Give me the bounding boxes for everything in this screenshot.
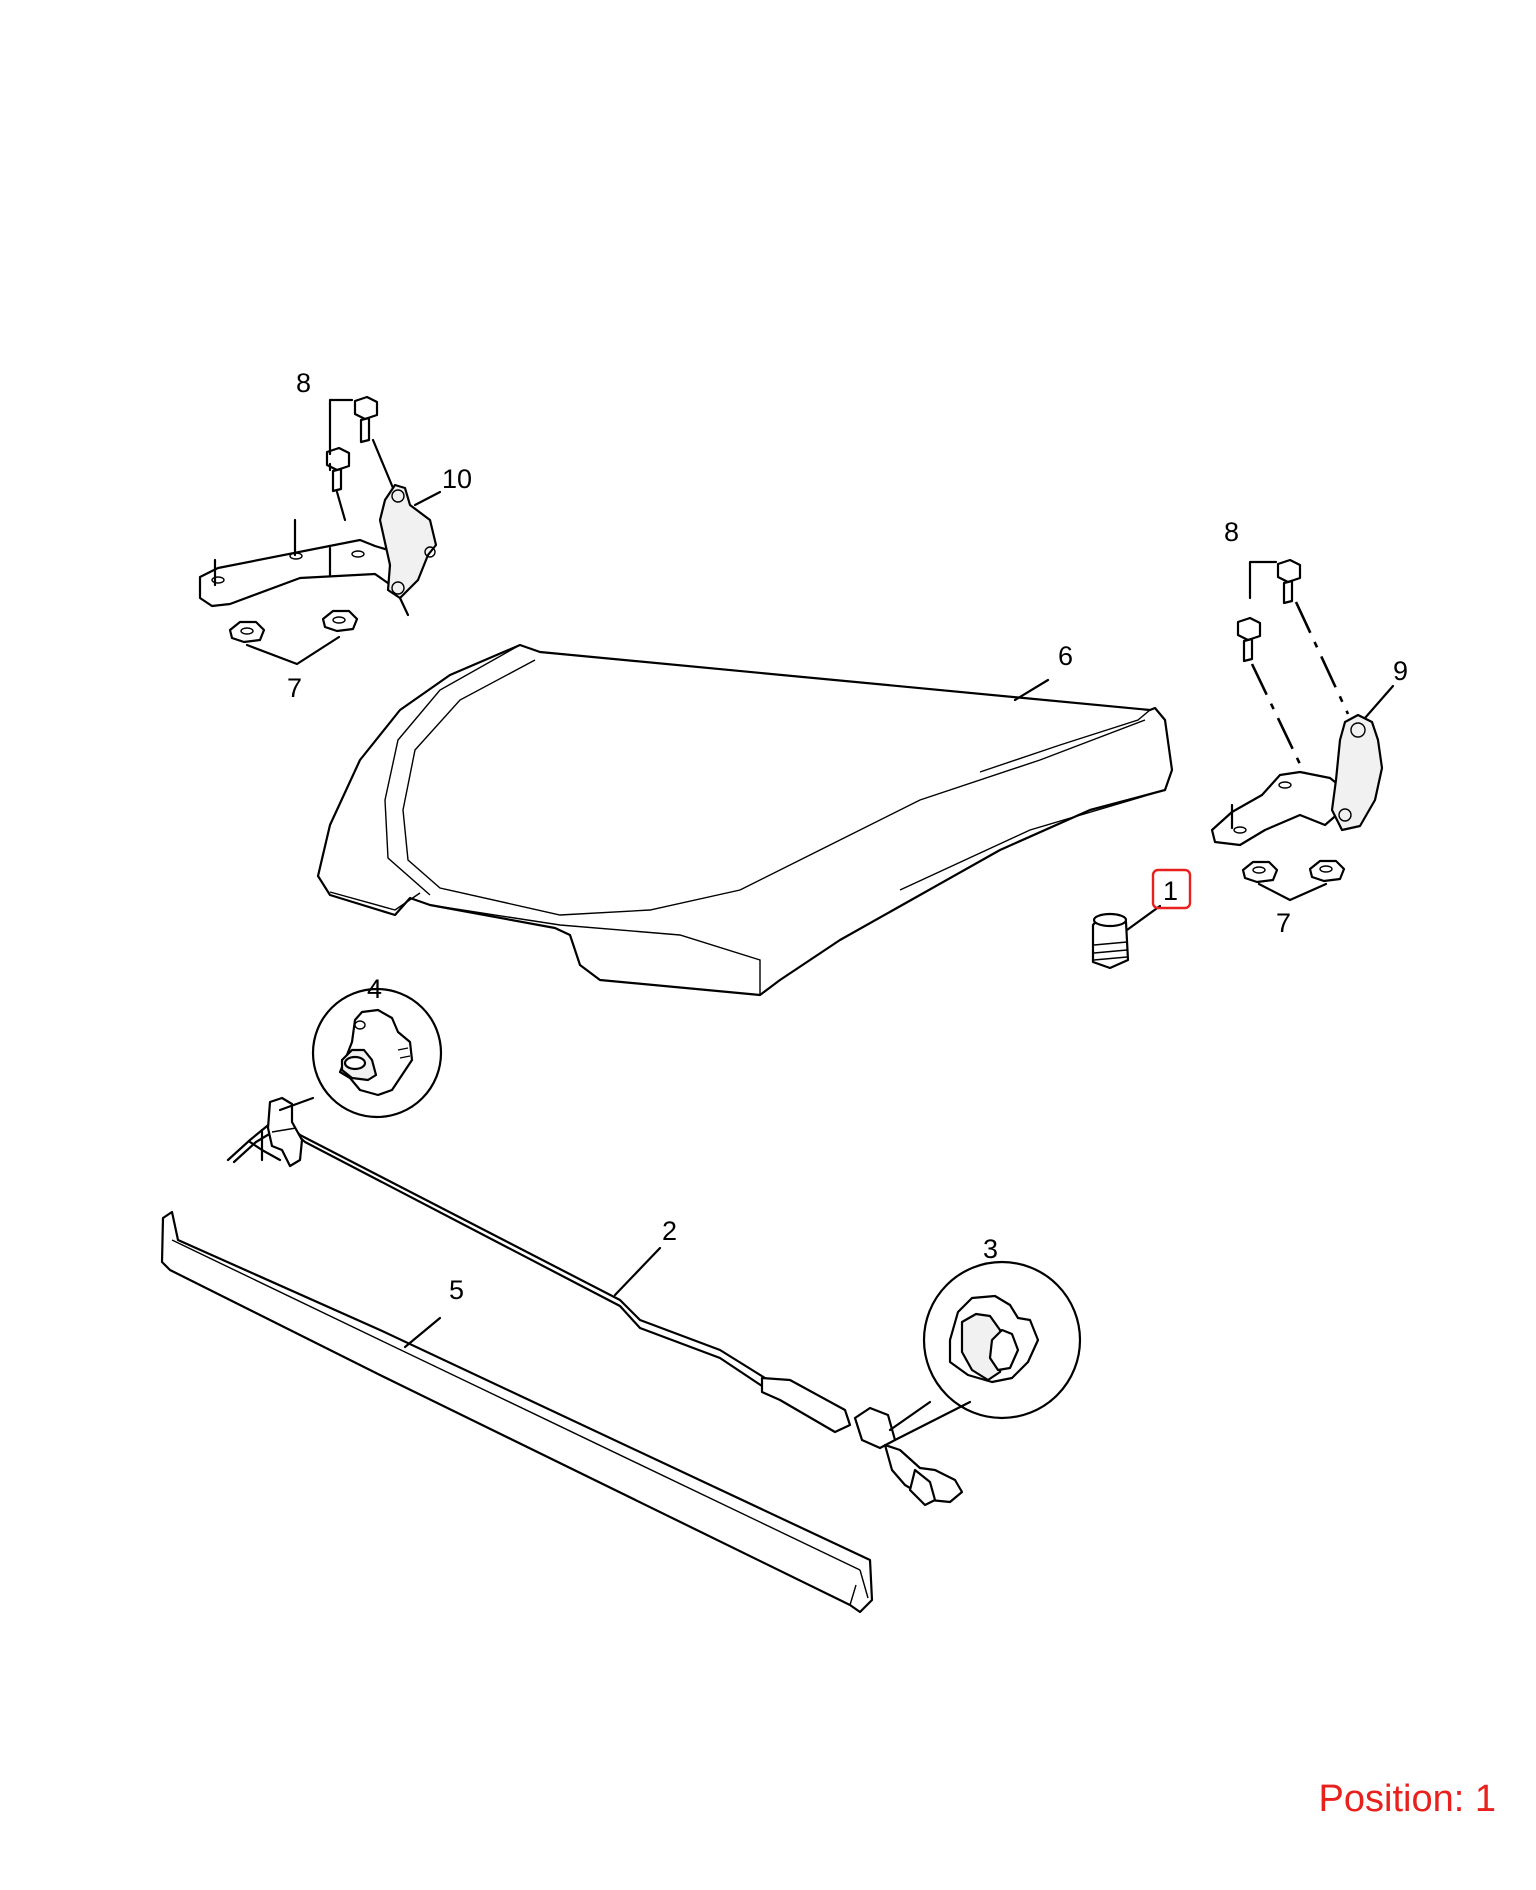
right-hinge-assembly[interactable]: [1210, 558, 1395, 902]
left-nut-2[interactable]: [321, 609, 359, 633]
callout-10[interactable]: 10: [442, 464, 472, 494]
detail-3-inset[interactable]: [888, 1260, 1082, 1442]
callout-4[interactable]: 4: [367, 974, 382, 1004]
callout-3[interactable]: 3: [983, 1234, 998, 1264]
callout-6[interactable]: 6: [1058, 641, 1073, 671]
left-nut-1[interactable]: [228, 620, 266, 644]
callout-7-right[interactable]: 7: [1276, 908, 1291, 938]
callout-5[interactable]: 5: [449, 1275, 464, 1305]
right-nut-2[interactable]: [1308, 859, 1346, 883]
hood-release-cable[interactable]: [226, 1096, 964, 1507]
callout-2[interactable]: 2: [662, 1216, 677, 1246]
callout-7-left[interactable]: 7: [287, 673, 302, 703]
callout-8-left[interactable]: 8: [296, 368, 311, 398]
left-hinge-assembly[interactable]: [198, 395, 442, 666]
hood-seal-strip[interactable]: [160, 1210, 874, 1614]
detail-4-inset[interactable]: [278, 987, 443, 1119]
position-indicator: Position: 1: [1318, 1778, 1496, 1820]
callout-8-right[interactable]: 8: [1224, 517, 1239, 547]
callout-9[interactable]: 9: [1393, 656, 1408, 686]
left-hinge-arm[interactable]: [378, 483, 438, 600]
callout-1[interactable]: 1: [1163, 876, 1178, 906]
left-hinge-plate[interactable]: [198, 538, 414, 608]
right-bolt-upper[interactable]: [1276, 558, 1302, 605]
hood-bumper-stop[interactable]: [1091, 904, 1162, 970]
selected-callout-highlight: [1151, 868, 1192, 910]
right-bolt-lower[interactable]: [1236, 616, 1262, 663]
right-nut-1[interactable]: [1241, 860, 1279, 884]
left-bolt-upper[interactable]: [353, 395, 379, 444]
right-hinge-arm[interactable]: [1330, 713, 1384, 832]
left-bolt-lower[interactable]: [325, 446, 351, 493]
hood-panel[interactable]: [316, 643, 1174, 997]
